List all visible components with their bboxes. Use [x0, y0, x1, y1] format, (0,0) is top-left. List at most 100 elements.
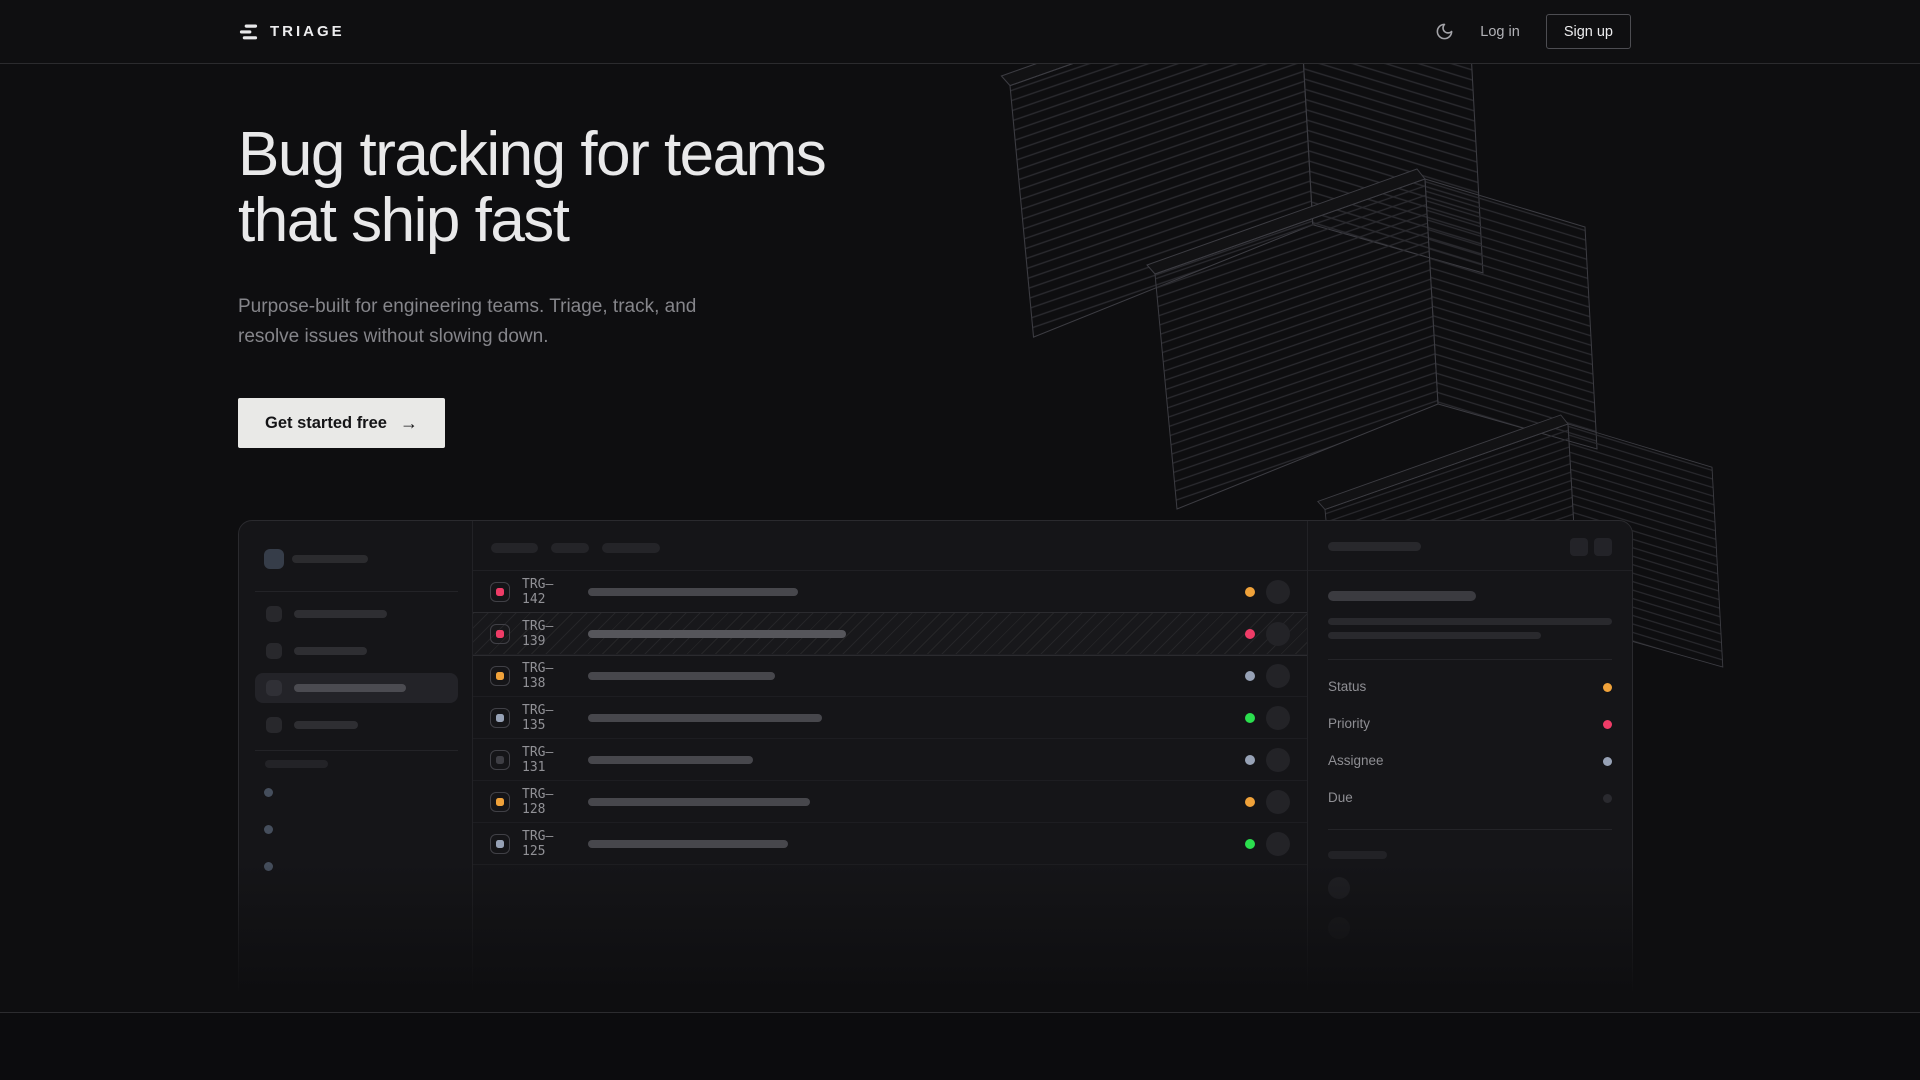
property-value-dot: [1603, 683, 1612, 692]
property-value-dot: [1603, 757, 1612, 766]
issue-id: TRG–135: [522, 702, 554, 733]
issue-status-dot: [1245, 712, 1255, 723]
issue-assignee-avatar: [1266, 831, 1290, 856]
get-started-label: Get started free: [265, 413, 387, 432]
property-label: Due: [1328, 790, 1353, 805]
issue-type-icon: [490, 833, 510, 854]
hero-subtitle: Purpose-built for engineering teams. Tri…: [238, 296, 697, 347]
sidebar-item-label-skeleton: [294, 647, 367, 655]
comment-avatar-skeleton: [1328, 917, 1350, 939]
detail-section-label-skeleton: [1328, 851, 1387, 859]
hero-section: Bug tracking for teams that ship fast Pu…: [0, 64, 1920, 1013]
issue-assignee-avatar: [1266, 705, 1290, 730]
issue-title-skeleton: [588, 797, 810, 806]
theme-toggle-moon-icon[interactable]: [1435, 22, 1454, 41]
get-started-button[interactable]: Get started free →: [238, 398, 445, 448]
issue-assignee-avatar: [1266, 621, 1290, 646]
sidebar-dot: [264, 788, 273, 797]
sidebar-item-label-skeleton: [294, 684, 406, 692]
hero-title-line-2: that ship fast: [238, 186, 570, 255]
detail-property-row: Priority: [1328, 715, 1612, 735]
issue-id: TRG–138: [522, 660, 554, 691]
issue-assignee-avatar: [1266, 789, 1290, 814]
brand-name: TRIAGE: [270, 23, 345, 40]
property-label: Assignee: [1328, 753, 1384, 768]
sidebar-divider: [255, 750, 458, 751]
issue-type-icon: [490, 707, 510, 728]
issue-row: TRG–135: [473, 697, 1307, 739]
issue-id: TRG–131: [522, 744, 554, 775]
issue-status-dot: [1245, 586, 1255, 597]
issue-type-icon: [490, 791, 510, 812]
sidebar-section-label-skeleton: [265, 760, 328, 768]
issue-title-skeleton: [588, 713, 822, 722]
detail-description-skeleton: [1328, 618, 1612, 625]
sidebar-item-icon-skeleton: [266, 680, 282, 696]
list-tab-skeleton: [551, 543, 589, 553]
issue-title-skeleton: [588, 755, 753, 764]
detail-divider: [1328, 829, 1612, 830]
sidebar-item-icon-skeleton: [266, 643, 282, 659]
issue-row: TRG–138: [473, 655, 1307, 697]
detail-header-skeleton: [1328, 542, 1421, 551]
issue-title-skeleton: [588, 671, 775, 680]
detail-property-row: Due: [1328, 789, 1612, 809]
property-label: Status: [1328, 679, 1367, 694]
issue-type-icon: [490, 665, 510, 686]
sidebar-nav-item-skeleton: [255, 710, 458, 740]
issue-id: TRG–128: [522, 786, 554, 817]
issue-assignee-avatar: [1266, 579, 1290, 604]
signup-button[interactable]: Sign up: [1545, 14, 1631, 49]
hero-title-line-1: Bug tracking for teams: [238, 120, 827, 189]
detail-description-skeleton: [1328, 632, 1541, 639]
login-button[interactable]: Log in: [1480, 23, 1520, 40]
issue-status-dot: [1245, 754, 1255, 765]
sidebar-item-label-skeleton: [294, 610, 387, 618]
sidebar-nav-skeleton: [255, 599, 458, 747]
triage-logo-icon: [238, 22, 259, 42]
issue-id: TRG–142: [522, 576, 554, 607]
sidebar-divider: [255, 591, 458, 592]
issue-list-header: [473, 521, 1307, 571]
property-value-dot: [1603, 720, 1612, 729]
sidebar-dot: [264, 862, 273, 871]
brand[interactable]: TRIAGE: [238, 22, 345, 42]
issue-title-skeleton: [588, 839, 788, 848]
sidebar-nav-item-skeleton: [255, 673, 458, 703]
issue-row: TRG–125: [473, 823, 1307, 865]
issue-row: TRG–128: [473, 781, 1307, 823]
issue-status-dot: [1245, 838, 1255, 849]
issue-type-icon: [490, 581, 510, 602]
sidebar-nav-item-skeleton: [255, 599, 458, 629]
issue-assignee-avatar: [1266, 747, 1290, 772]
mockup-detail-panel: Status Priority Assignee Due: [1308, 521, 1632, 1012]
sidebar-item-icon-skeleton: [266, 717, 282, 733]
mockup-issue-list: TRG–142 TRG–139 TRG–138 TRG–135 TRG–131 …: [473, 521, 1308, 1012]
detail-property-row: Assignee: [1328, 752, 1612, 772]
issue-type-icon: [490, 623, 510, 644]
issue-row: TRG–142: [473, 571, 1307, 613]
issue-assignee-avatar: [1266, 663, 1290, 688]
issue-id: TRG–125: [522, 828, 554, 859]
list-tab-skeleton: [491, 543, 538, 553]
sidebar-item-icon-skeleton: [266, 606, 282, 622]
comment-avatar-skeleton: [1328, 877, 1350, 899]
issue-type-icon: [490, 749, 510, 770]
issue-title-skeleton: [588, 587, 798, 596]
list-tab-skeleton: [602, 543, 660, 553]
detail-header-buttons-skeleton: [1570, 538, 1612, 556]
issue-status-dot: [1245, 670, 1255, 681]
app-preview-mockup: TRG–142 TRG–139 TRG–138 TRG–135 TRG–131 …: [238, 520, 1633, 1012]
issue-row: TRG–139: [473, 613, 1307, 655]
sidebar-dot: [264, 825, 273, 834]
hero-title: Bug tracking for teams that ship fast: [238, 120, 827, 255]
arrow-right-icon: →: [399, 412, 418, 433]
workspace-avatar-skeleton: [264, 549, 284, 569]
issue-row: TRG–131: [473, 739, 1307, 781]
property-value-dot: [1603, 794, 1612, 803]
detail-title-skeleton: [1328, 591, 1476, 601]
sidebar-nav-item-skeleton: [255, 636, 458, 666]
issue-status-dot: [1245, 796, 1255, 807]
nav-actions: Log in Sign up: [1435, 14, 1631, 49]
mockup-sidebar: [239, 521, 473, 1012]
